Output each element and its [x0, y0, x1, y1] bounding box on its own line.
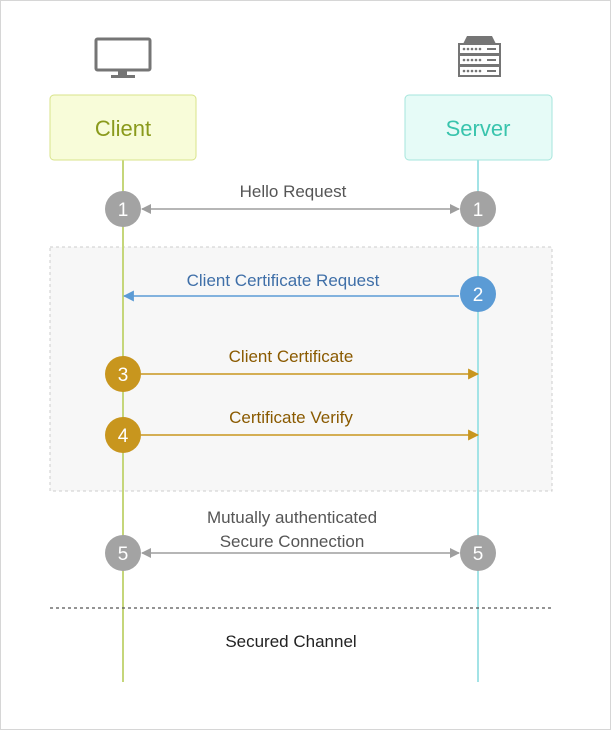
step-badge-server-5	[460, 535, 496, 571]
step-badge-server-1	[460, 191, 496, 227]
server-box	[404, 94, 553, 161]
message-label-mutual-line1: Mutually authenticated	[207, 508, 377, 527]
client-box	[49, 94, 197, 161]
step-number: 4	[118, 426, 129, 447]
secured-channel-label: Secured Channel	[225, 632, 356, 651]
step-badge-client-5	[105, 535, 141, 571]
step-badge-client-3	[105, 356, 141, 392]
step-number: 3	[118, 365, 129, 386]
step-number: 2	[473, 285, 484, 306]
step-number: 5	[118, 544, 129, 565]
message-label-client-certificate: Client Certificate	[229, 347, 354, 366]
message-label-client-certificate-request: Client Certificate Request	[187, 271, 380, 290]
message-label-certificate-verify: Certificate Verify	[229, 408, 353, 427]
server-label: Server	[446, 116, 511, 141]
client-label: Client	[95, 116, 151, 141]
step-number: 1	[473, 200, 484, 221]
step-number: 5	[473, 544, 484, 565]
message-label-mutual-line2: Secure Connection	[220, 532, 365, 551]
step-badge-server-2	[460, 276, 496, 312]
step-badge-client-1	[105, 191, 141, 227]
monitor-icon	[94, 37, 152, 78]
step-badge-client-4	[105, 417, 141, 453]
message-label-hello-request: Hello Request	[240, 182, 347, 201]
server-rack-icon	[458, 36, 501, 77]
step-number: 1	[118, 200, 129, 221]
